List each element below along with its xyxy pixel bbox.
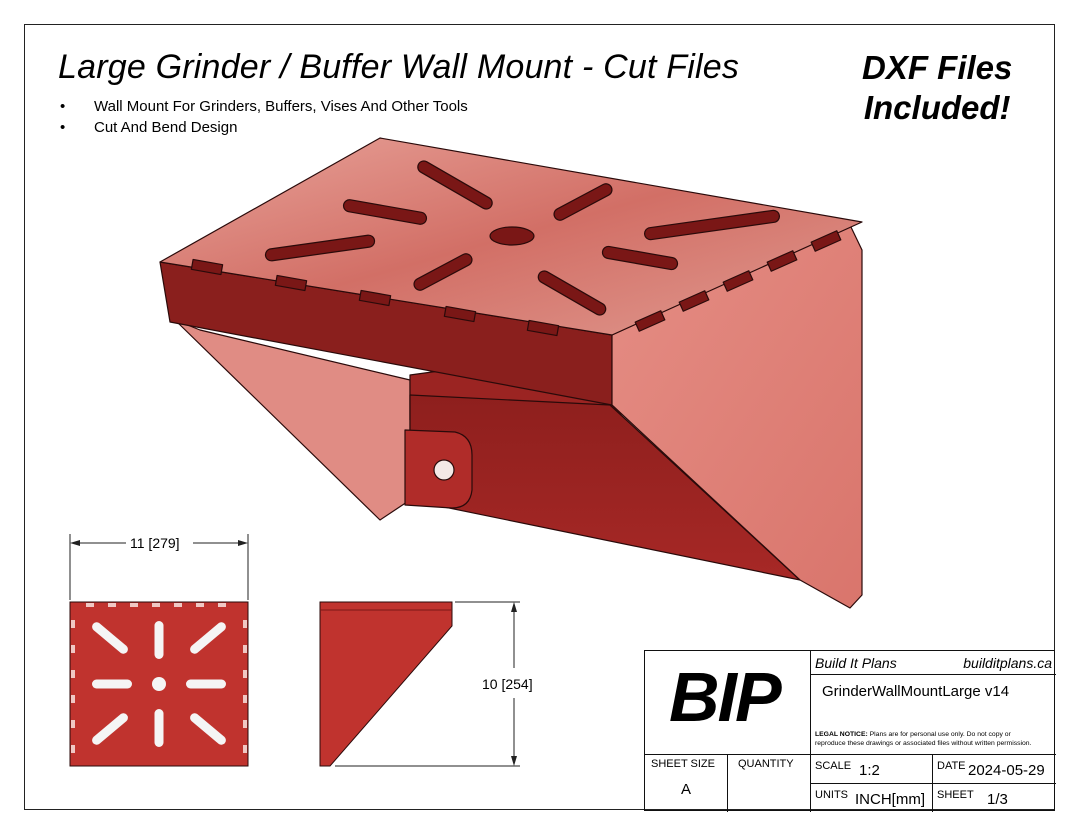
scale-value: 1:2: [859, 762, 880, 779]
units-cell: UNITS INCH[mm]: [811, 783, 933, 812]
company-name: Build It Plans: [815, 655, 897, 671]
bip-logo: BIP: [669, 658, 782, 736]
right-web-panel: [611, 224, 863, 609]
dxf-callout-line-2: Included!: [863, 89, 1011, 126]
scale-cell: SCALE 1:2: [811, 754, 933, 783]
width-dimension: [69, 534, 249, 600]
feature-list: Wall Mount For Grinders, Buffers, Vises …: [58, 96, 468, 138]
height-dimension-label: 10 [254]: [482, 676, 533, 692]
quantity-cell: QUANTITY: [728, 754, 811, 812]
title-block: BIP Build It Plans builditplans.ca Grind…: [644, 650, 1056, 812]
top-view: [69, 601, 249, 767]
date-value: 2024-05-29: [968, 762, 1045, 779]
side-view: [319, 601, 453, 767]
dxf-callout: DXF Files Included!: [862, 48, 1012, 128]
sheet-size-value: A: [681, 781, 692, 798]
feature-item: Cut And Bend Design: [58, 117, 468, 138]
width-dimension-label: 11 [279]: [130, 535, 180, 551]
sheet-number-cell: SHEET 1/3: [933, 783, 1056, 812]
date-cell: DATE 2024-05-29: [933, 754, 1056, 783]
legal-notice-heading: LEGAL NOTICE:: [815, 731, 868, 738]
drawing-title: Large Grinder / Buffer Wall Mount - Cut …: [58, 48, 740, 86]
units-label: UNITS: [815, 789, 848, 801]
top-plate-slots: [264, 160, 780, 316]
feature-item: Wall Mount For Grinders, Buffers, Vises …: [58, 96, 468, 117]
company-cell: Build It Plans builditplans.ca: [811, 651, 1056, 675]
mounting-hole: [433, 459, 455, 481]
quantity-label: QUANTITY: [738, 758, 794, 770]
drawing-name: GrinderWallMountLarge v14: [822, 683, 1010, 700]
date-label: DATE: [937, 760, 966, 772]
sheet-size-label: SHEET SIZE: [651, 758, 715, 770]
drawing-border: [24, 24, 1055, 810]
drawing-name-cell: GrinderWallMountLarge v14 LEGAL NOTICE: …: [811, 675, 1056, 754]
legal-notice: LEGAL NOTICE: Plans are for personal use…: [815, 730, 1053, 748]
sheet-number-label: SHEET: [937, 789, 974, 801]
logo-cell: BIP: [645, 651, 811, 754]
company-website: builditplans.ca: [963, 655, 1052, 671]
isometric-render: [159, 137, 863, 609]
legal-notice-text-1: Plans are for personal use only. Do not …: [869, 731, 1011, 738]
sheet-size-cell: SHEET SIZE A: [645, 754, 728, 812]
units-value: INCH[mm]: [855, 791, 925, 808]
height-dimension: [335, 601, 520, 767]
edge-tabs: [190, 230, 842, 337]
scale-label: SCALE: [815, 760, 852, 772]
dxf-callout-line-1: DXF Files: [862, 49, 1013, 86]
legal-notice-text-2: reproduce these drawings or associated f…: [815, 740, 1032, 747]
sheet-number-value: 1/3: [987, 791, 1008, 808]
